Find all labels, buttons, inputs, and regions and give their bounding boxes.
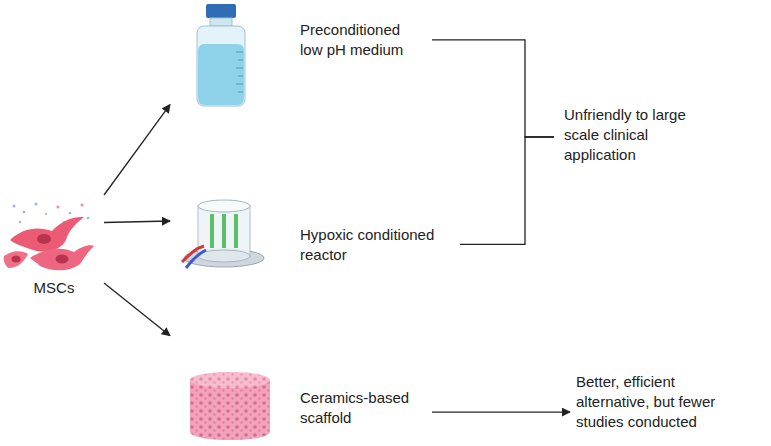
art-part bbox=[238, 76, 243, 77]
art-part bbox=[4, 251, 28, 268]
flow-arrow bbox=[432, 411, 570, 412]
art-part bbox=[198, 200, 250, 212]
art-part bbox=[234, 214, 238, 248]
node-label: Hypoxic conditioned reactor bbox=[300, 225, 450, 265]
cell-group: MSCs bbox=[8, 195, 104, 305]
art-part bbox=[37, 234, 51, 244]
node-label: MSCs bbox=[8, 278, 100, 298]
node-label: Ceramics-based scaffold bbox=[300, 388, 422, 428]
condition-item: Hypoxic conditioned reactor bbox=[170, 185, 456, 275]
art-part bbox=[56, 255, 69, 264]
art-part bbox=[69, 212, 72, 215]
art-part bbox=[190, 372, 270, 388]
art-part bbox=[57, 206, 60, 209]
art-part bbox=[190, 380, 270, 440]
art-part bbox=[184, 249, 264, 267]
art-part bbox=[238, 60, 243, 61]
art-part bbox=[35, 203, 38, 206]
art-part bbox=[186, 250, 206, 268]
art-part bbox=[45, 213, 47, 215]
art-part bbox=[87, 217, 89, 219]
art-part bbox=[238, 92, 243, 93]
medium-bottle bbox=[197, 4, 245, 106]
bracket-line bbox=[460, 137, 554, 244]
art-part bbox=[190, 380, 270, 440]
ceramic-scaffold bbox=[190, 372, 270, 440]
hypoxic-reactor bbox=[182, 200, 264, 268]
node-label: Better, efficient alternative, but fewer… bbox=[576, 372, 726, 432]
art-part bbox=[81, 204, 84, 207]
art-part bbox=[236, 84, 243, 85]
art-part bbox=[13, 205, 16, 208]
art-part bbox=[236, 52, 243, 53]
art-part bbox=[206, 4, 236, 18]
node-label: Preconditioned low pH medium bbox=[300, 20, 422, 60]
outcome-note: Better, efficient alternative, but fewer… bbox=[572, 372, 732, 436]
flow-arrow bbox=[104, 283, 170, 336]
art-part bbox=[30, 245, 94, 270]
condition-item: Ceramics-based scaffold bbox=[170, 330, 428, 444]
art-part bbox=[197, 26, 245, 106]
flow-arrow bbox=[104, 105, 170, 195]
node-label: Unfriendly to large scale clinical appli… bbox=[564, 105, 699, 165]
art-part bbox=[198, 44, 244, 105]
flow-arrow bbox=[104, 221, 170, 223]
art-part bbox=[210, 18, 232, 26]
art-part bbox=[198, 206, 250, 256]
art-part bbox=[222, 214, 226, 248]
outcome-note: Unfriendly to large scale clinical appli… bbox=[560, 105, 705, 169]
msc-cells bbox=[4, 203, 94, 271]
art-part bbox=[23, 211, 26, 214]
art-part bbox=[190, 372, 270, 388]
art-part bbox=[12, 256, 21, 263]
art-part bbox=[10, 217, 84, 252]
condition-item: Preconditioned low pH medium bbox=[170, 2, 428, 110]
bracket-line bbox=[432, 40, 554, 137]
art-part bbox=[236, 68, 243, 69]
art-part bbox=[198, 250, 250, 262]
art-part bbox=[210, 214, 214, 248]
art-part bbox=[19, 221, 21, 223]
